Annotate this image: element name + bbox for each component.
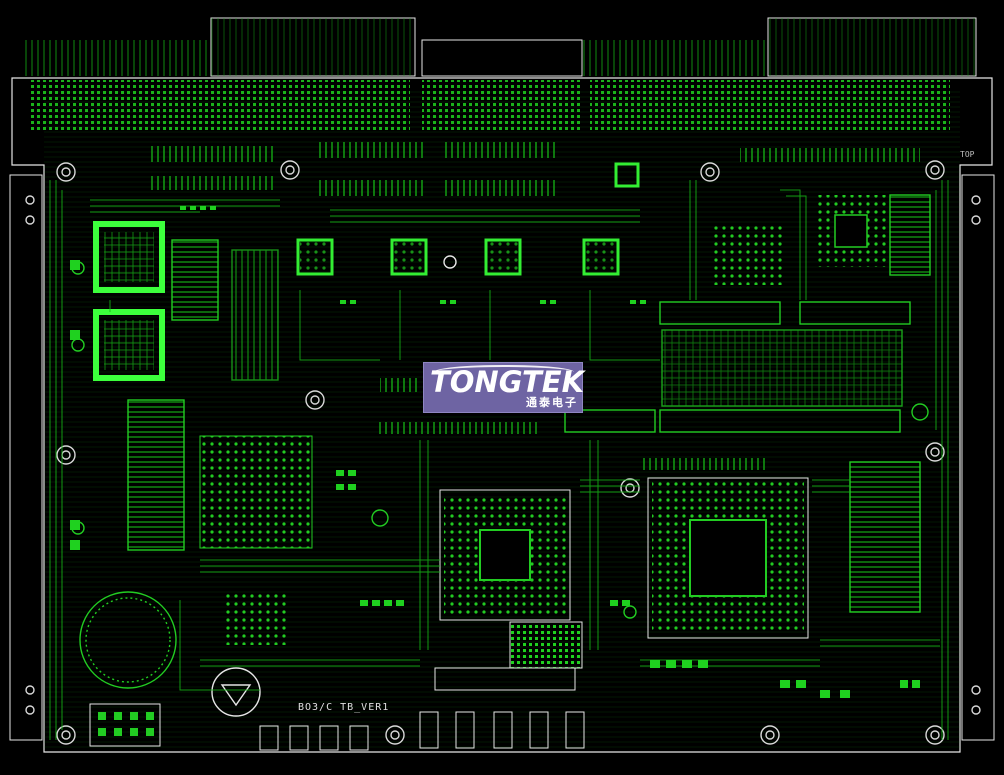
board-silkscreen-label: BO3/C TB_VER1 — [298, 702, 390, 713]
bottom-connectors — [89, 621, 585, 751]
connector-pin-field — [30, 80, 950, 132]
logo-main-text: TONGTEK — [430, 365, 585, 399]
battery-holder — [71, 255, 929, 717]
qfn-row — [296, 162, 640, 276]
logo-swoosh — [434, 365, 574, 379]
qfp-chips-left — [93, 221, 165, 381]
passive-components — [70, 206, 920, 698]
tongtek-logo: TONGTEK 通泰电子 — [423, 362, 585, 413]
routing-traces — [49, 180, 949, 740]
power-modules — [127, 194, 931, 613]
bga-processors — [199, 195, 887, 645]
logo-sub-text: 通泰电子 — [526, 396, 578, 409]
edge-connectors — [24, 17, 977, 77]
layer-top-label: TOP — [960, 150, 975, 159]
